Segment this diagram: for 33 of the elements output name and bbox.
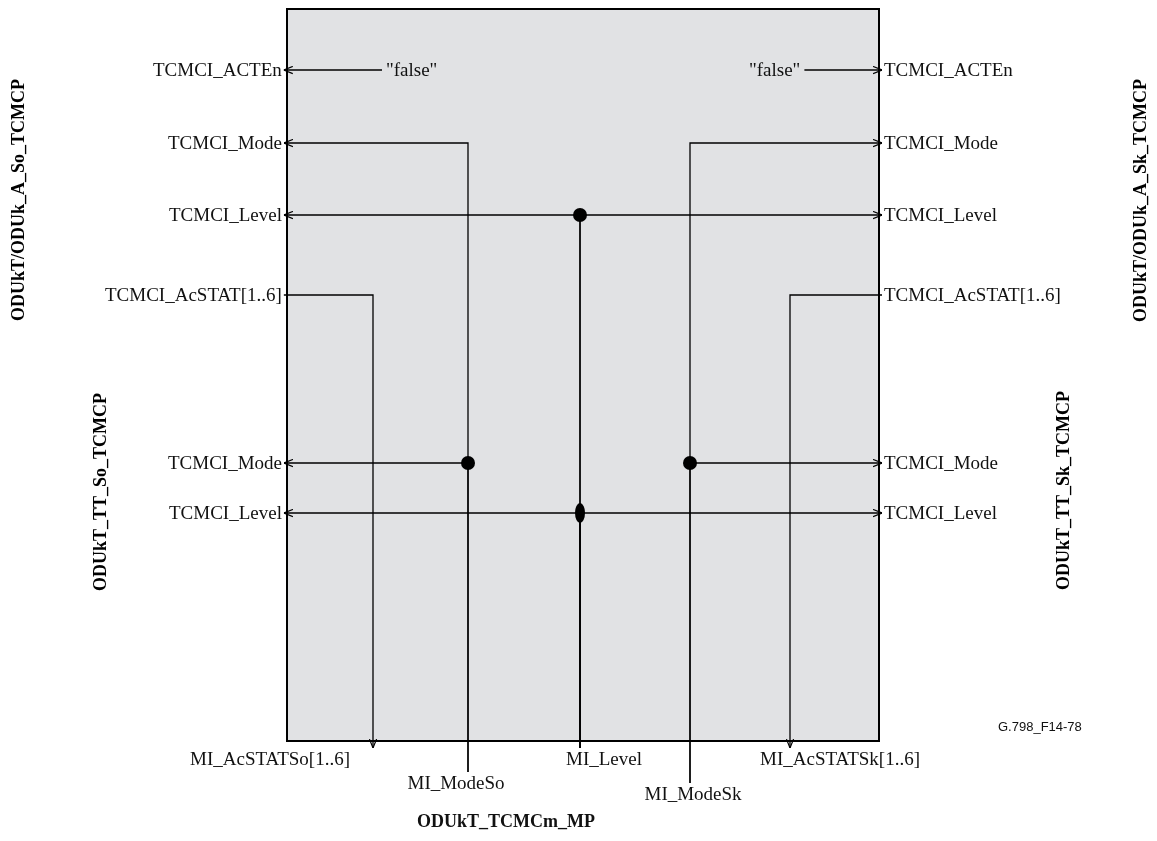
signal-label: MI_Level <box>566 748 642 770</box>
signal-label: TCMCI_Level <box>169 502 282 524</box>
block-name: ODUkT_TT_So_TCMCP <box>89 393 111 592</box>
arrow <box>579 508 883 749</box>
arrow <box>785 294 883 749</box>
arrow <box>689 458 883 784</box>
value-label: "false" <box>749 59 801 81</box>
signal-label: TCMCI_Mode <box>168 132 282 154</box>
signal-label: TCMCI_ACTEn <box>884 59 1013 81</box>
arrow <box>803 65 883 75</box>
block-name: ODUkT_TT_Sk_TCMCP <box>1052 390 1074 590</box>
signal-label: TCMCI_Mode <box>884 452 998 474</box>
signal-label: MI_ModeSk <box>644 783 742 805</box>
signal-label: TCMCI_AcSTAT[1..6] <box>105 284 282 306</box>
signal-label: TCMCI_Level <box>884 502 997 524</box>
signal-label: TCMCI_AcSTAT[1..6] <box>884 284 1061 306</box>
arrow <box>283 65 383 75</box>
figure-id: G.798_F14-78 <box>998 718 1082 736</box>
signal-label: MI_AcSTATSo[1..6] <box>190 748 350 770</box>
reference-point-name: ODUkT_TCMCm_MP <box>417 810 595 832</box>
block-name: ODUkT/ODUk_A_Sk_TCMCP <box>1129 78 1151 322</box>
block-name: ODUkT/ODUk_A_So_TCMCP <box>7 79 29 322</box>
signal-label: TCMCI_ACTEn <box>153 59 282 81</box>
signal-area-box <box>286 8 880 742</box>
signal-label: MI_ModeSo <box>407 772 505 794</box>
value-label: "false" <box>386 59 438 81</box>
signal-label: TCMCI_Level <box>169 204 282 226</box>
signal-label: TCMCI_Mode <box>884 132 998 154</box>
signal-label: MI_AcSTATSk[1..6] <box>760 748 920 770</box>
arrow <box>283 294 378 749</box>
signal-label: TCMCI_Mode <box>168 452 282 474</box>
arrow <box>283 458 469 773</box>
signal-label: TCMCI_Level <box>884 204 997 226</box>
